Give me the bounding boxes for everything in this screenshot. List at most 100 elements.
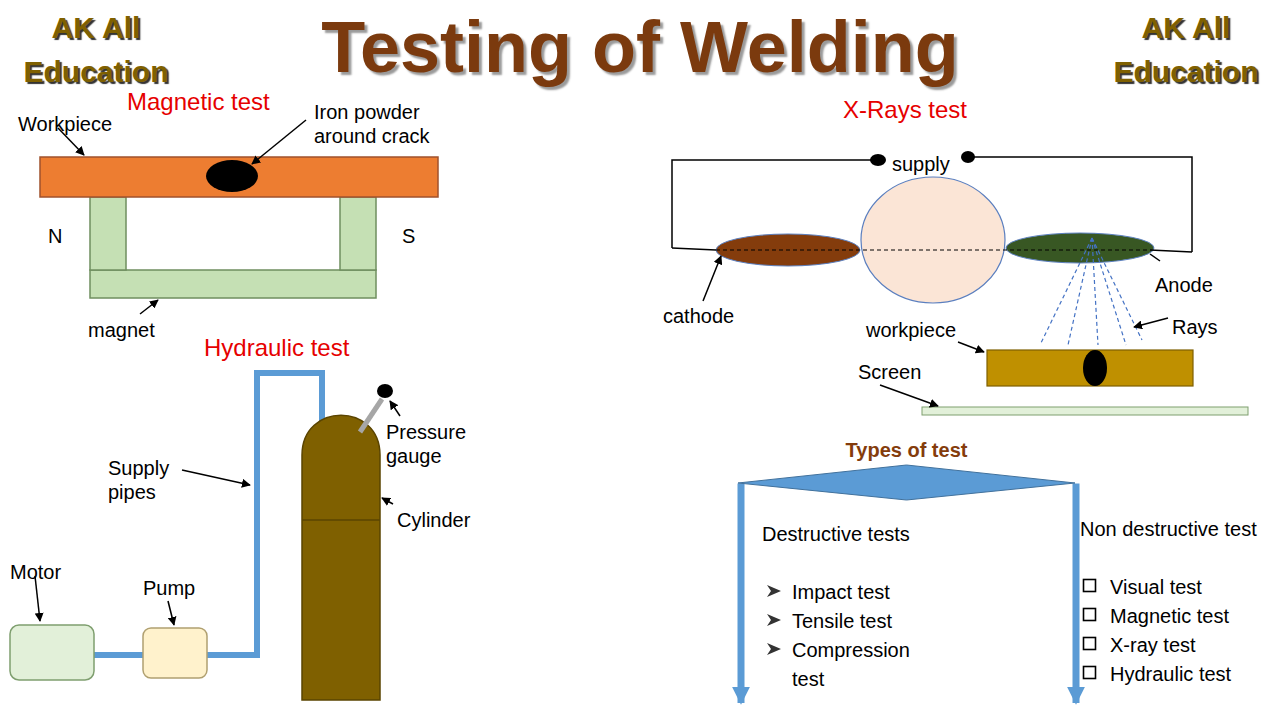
test-types-diamond: Types of test <box>735 436 1082 502</box>
watermark: AK All Education <box>10 6 182 94</box>
leader-line <box>168 601 174 625</box>
crack-powder <box>206 160 258 192</box>
part-label: magnet <box>88 318 155 342</box>
section-heading: Hydraulic test <box>204 334 349 363</box>
pump-box <box>143 628 207 678</box>
xray-workpiece <box>987 350 1193 386</box>
arrow-bullet <box>766 583 782 599</box>
part-label-wrap: Motor <box>10 550 61 594</box>
magnet-pole <box>90 197 126 270</box>
test-item: Magnetic test <box>1110 602 1270 631</box>
part-label: Pressure gauge <box>386 420 481 468</box>
part-label: Motor <box>10 550 61 594</box>
group-heading: Non destructive test <box>1080 515 1274 544</box>
destructive-group: Destructive testsImpact testTensile test… <box>735 512 936 705</box>
watermark-wrap: AK All Education <box>1100 6 1272 94</box>
electron-path <box>716 250 1150 251</box>
xray-beams <box>1040 238 1142 345</box>
leader-line <box>958 342 984 352</box>
workpiece-bar <box>40 157 438 197</box>
magnetic-test-figure <box>40 120 438 314</box>
section-heading: Magnetic test <box>127 88 270 117</box>
leader-line <box>182 470 250 485</box>
part-label: workpiece <box>866 318 956 342</box>
part-label-wrap: cathode <box>663 304 734 328</box>
bullet-shape <box>1084 580 1096 592</box>
xray-test-figure <box>672 151 1248 415</box>
arrow-bullet <box>766 641 782 657</box>
leader-line <box>1134 318 1168 327</box>
checkbox-bullet <box>1082 578 1098 594</box>
section-heading-wrap: X-Rays test <box>843 96 967 125</box>
non-destructive-group: Non destructive testVisual testMagnetic … <box>1068 505 1278 705</box>
node-text-wrap: Magnetic test <box>1110 602 1270 631</box>
hydraulic-test-figure <box>10 373 400 700</box>
part-label: Cylinder <box>397 508 470 532</box>
bullet-shape <box>767 585 781 597</box>
pole-label-wrap: S <box>402 224 415 248</box>
group-heading: Destructive tests <box>762 520 932 549</box>
leader-line <box>140 300 158 314</box>
supply-terminal <box>870 154 886 166</box>
leader-line <box>390 401 400 416</box>
part-label-wrap: Pressure gauge <box>386 420 481 468</box>
watermark: AK All Education <box>1100 6 1272 94</box>
part-label-wrap: Workpiece <box>18 102 112 146</box>
node-text-wrap: Destructive tests <box>762 520 932 549</box>
xray-tube <box>861 177 1005 303</box>
part-label-wrap: magnet <box>88 318 155 342</box>
watermark-wrap: AK All Education <box>10 6 182 94</box>
checkbox-bullet <box>1082 636 1098 652</box>
gauge-stem <box>360 399 382 432</box>
bullet-shape <box>767 614 781 626</box>
node-text-wrap: X-ray test <box>1110 631 1270 660</box>
title-text: Testing of Welding <box>0 4 1280 90</box>
node-text-wrap: Visual test <box>1110 573 1270 602</box>
pipe <box>94 652 143 658</box>
leader-line <box>382 498 393 504</box>
part-label-wrap: Rays <box>1172 305 1218 349</box>
node-text-wrap: Compression test <box>792 636 932 694</box>
test-item: X-ray test <box>1110 631 1270 660</box>
part-label-wrap: workpiece <box>866 318 956 342</box>
test-item: Compression test <box>792 636 932 694</box>
node-text-wrap: Hydraulic test <box>1110 660 1270 689</box>
leader-line <box>703 256 721 301</box>
bullet-shape <box>1084 638 1096 650</box>
test-item: Hydraulic test <box>1110 660 1270 689</box>
bullet-shape <box>1084 667 1096 679</box>
pole-label: N <box>48 224 62 248</box>
leader-line <box>1150 254 1160 261</box>
pressure-gauge <box>377 384 393 398</box>
part-label: Workpiece <box>18 102 112 146</box>
arrow-bullet <box>766 612 782 628</box>
block-arrow <box>738 484 745 703</box>
pole-label: S <box>402 224 415 248</box>
part-label: Rays <box>1172 305 1218 349</box>
test-item: Visual test <box>1110 573 1270 602</box>
supply-terminal <box>961 151 975 163</box>
supply-wire <box>672 248 716 250</box>
screen <box>922 407 1248 415</box>
block-arrow <box>1073 484 1080 703</box>
group-heading: Types of test <box>735 436 1078 465</box>
part-label-wrap: Anode <box>1155 263 1213 307</box>
node-text-wrap: Tensile test <box>792 607 932 636</box>
test-item: Impact test <box>792 578 932 607</box>
section-heading: X-Rays test <box>843 96 967 125</box>
pole-label-wrap: N <box>48 224 62 248</box>
bullet-shape <box>767 643 781 655</box>
magnet-base <box>90 270 376 298</box>
part-label-wrap: Screen <box>858 360 921 384</box>
part-label: Anode <box>1155 263 1213 307</box>
part-label-wrap: Iron powder around crack <box>314 100 454 148</box>
cylinder <box>302 415 380 700</box>
checkbox-bullet <box>1082 665 1098 681</box>
part-label-wrap: Pump <box>143 576 195 600</box>
title-wrap: Testing of Welding <box>0 4 1280 90</box>
leader-line <box>252 120 306 164</box>
part-label: Pump <box>143 576 195 600</box>
section-heading-wrap: Hydraulic test <box>204 334 349 363</box>
motor-box <box>10 625 94 680</box>
node-text-wrap: Non destructive test <box>1080 515 1274 544</box>
